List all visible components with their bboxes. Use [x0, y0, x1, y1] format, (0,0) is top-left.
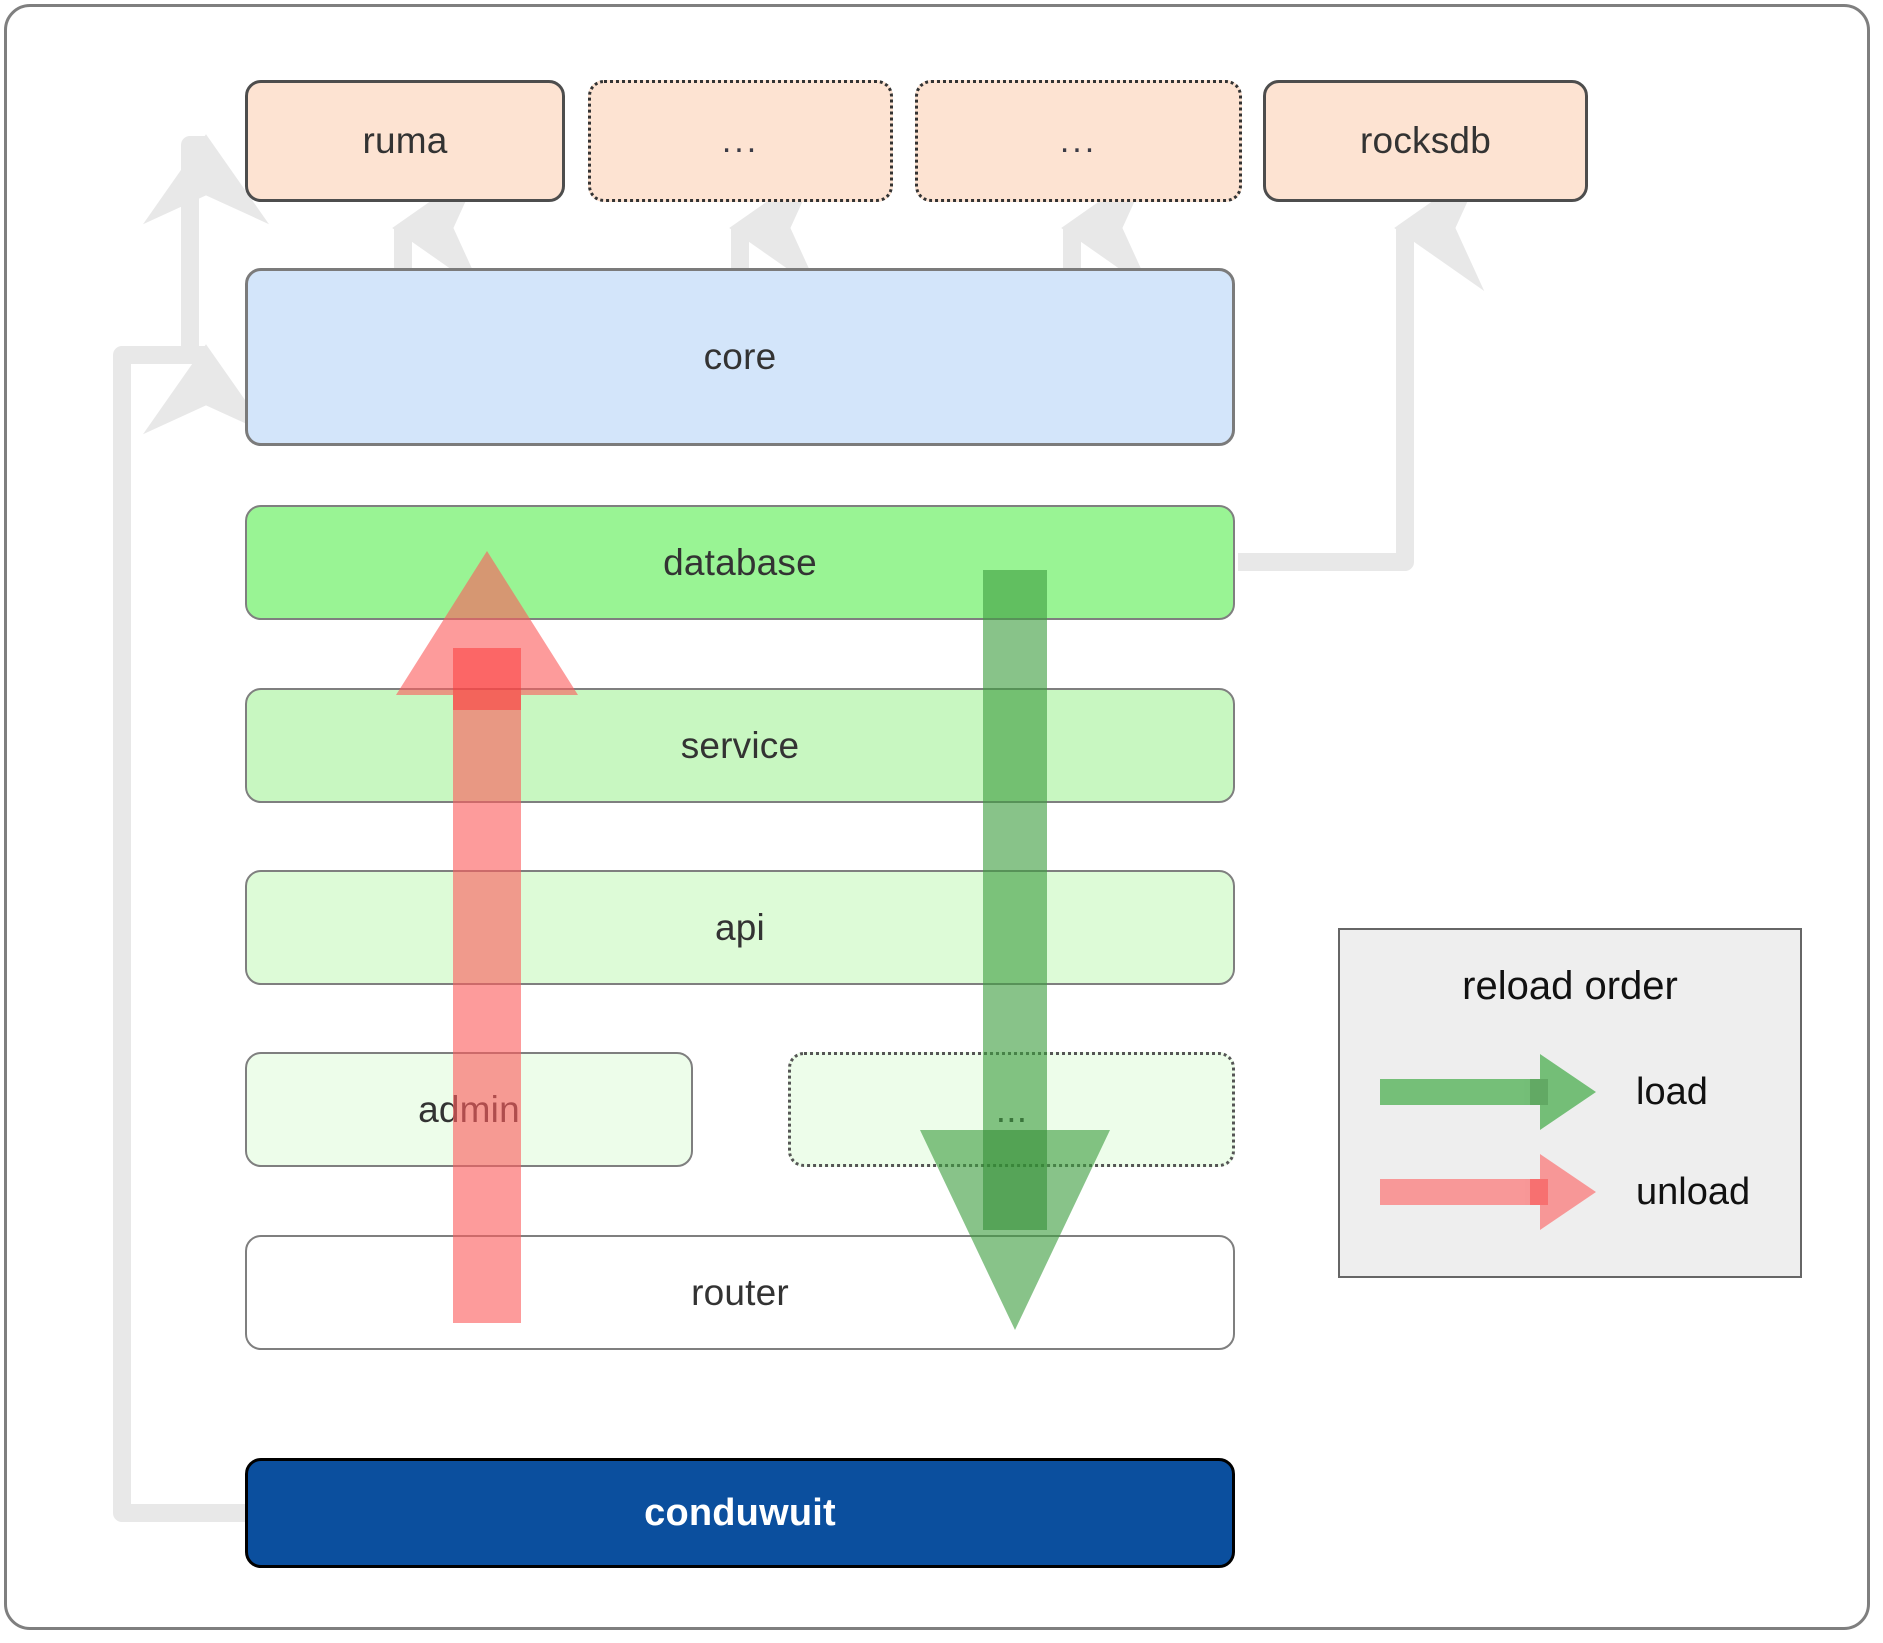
node-rocksdb[interactable]: rocksdb [1263, 80, 1588, 202]
legend-item-load: load [1340, 1052, 1804, 1132]
legend-title: reload order [1462, 964, 1678, 1008]
node-rocksdb-label: rocksdb [1360, 120, 1491, 161]
diagram-frame [4, 4, 1870, 1630]
node-service[interactable]: service [245, 688, 1235, 803]
unload-arrow-icon [1380, 1154, 1596, 1230]
node-api-label: api [715, 906, 765, 948]
node-ruma-label: ruma [362, 120, 448, 161]
node-service-label: service [680, 724, 800, 766]
node-dependency-placeholder-1[interactable]: ... [588, 80, 893, 202]
legend-item-unload-label: unload [1636, 1170, 1751, 1213]
node-core[interactable]: core [245, 268, 1235, 446]
node-router-label: router [691, 1271, 789, 1313]
legend-panel: reload order load unload [1338, 928, 1802, 1278]
node-admin-label: admin [418, 1088, 520, 1130]
node-api[interactable]: api [245, 870, 1235, 985]
node-conduwuit[interactable]: conduwuit [245, 1458, 1235, 1568]
legend-item-load-label: load [1636, 1070, 1708, 1113]
node-layer-placeholder[interactable]: ... [788, 1052, 1235, 1167]
node-database[interactable]: database [245, 505, 1235, 620]
node-conduwuit-label: conduwuit [644, 1491, 836, 1534]
node-layer-placeholder-label: ... [995, 1088, 1028, 1130]
node-dependency-placeholder-1-label: ... [721, 121, 760, 160]
node-admin[interactable]: admin [245, 1052, 693, 1167]
node-dependency-placeholder-2[interactable]: ... [915, 80, 1242, 202]
legend-item-unload: unload [1340, 1152, 1804, 1232]
node-dependency-placeholder-2-label: ... [1059, 121, 1098, 160]
node-core-label: core [703, 336, 777, 377]
load-arrow-icon [1380, 1054, 1596, 1130]
node-ruma[interactable]: ruma [245, 80, 565, 202]
node-database-label: database [663, 541, 817, 583]
node-router[interactable]: router [245, 1235, 1235, 1350]
